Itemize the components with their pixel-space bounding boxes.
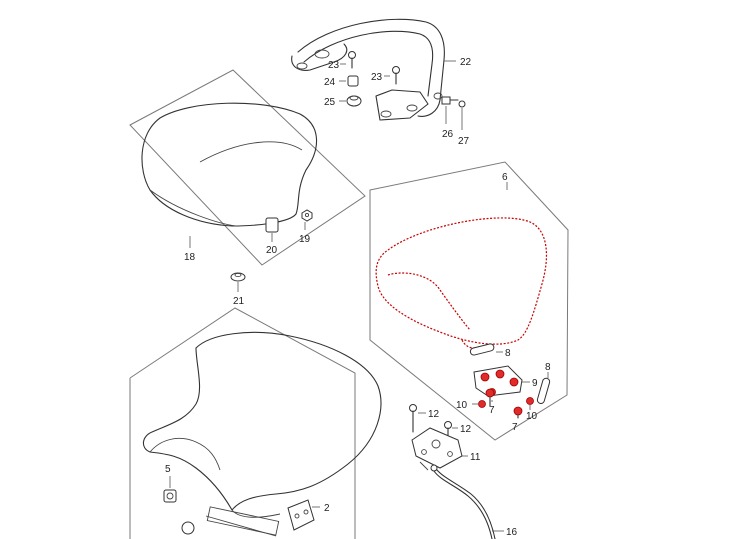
bolt-26 <box>441 96 459 105</box>
clip-20 <box>265 217 279 233</box>
label-25: 25 <box>324 97 336 108</box>
cushion-8-right <box>536 377 551 404</box>
label-18: 18 <box>184 252 196 263</box>
label-19: 19 <box>299 234 311 245</box>
label-11: 11 <box>470 452 481 463</box>
grommet-21 <box>230 272 246 282</box>
label-26: 26 <box>442 129 454 140</box>
label-22: 22 <box>460 57 472 68</box>
nut-10-left <box>478 400 486 408</box>
label-7-right: 7 <box>512 422 518 433</box>
label-24: 24 <box>324 77 336 88</box>
label-12-right: 12 <box>460 424 472 435</box>
frame-18 <box>129 69 366 266</box>
label-8-left: 8 <box>505 348 511 359</box>
label-6: 6 <box>502 172 508 183</box>
label-7-left: 7 <box>489 405 495 416</box>
label-10-left: 10 <box>456 400 468 411</box>
label-27: 27 <box>458 136 470 147</box>
bolt-7-left <box>485 388 495 407</box>
front-seat <box>142 331 382 537</box>
label-5: 5 <box>165 464 171 475</box>
rear-seat-6-highlighted <box>375 217 548 349</box>
label-21: 21 <box>233 296 245 307</box>
label-2: 2 <box>324 503 330 514</box>
label-8-right: 8 <box>545 362 551 373</box>
seat-cover-18 <box>141 102 318 227</box>
nut-10-right <box>526 397 534 405</box>
label-16: 16 <box>506 527 518 538</box>
grab-rail <box>291 18 445 121</box>
part-5 <box>163 489 177 503</box>
bolt-7-right <box>513 406 523 419</box>
label-12-left: 12 <box>428 409 440 420</box>
part-5-knob <box>181 521 195 535</box>
bracket-9 <box>473 365 523 397</box>
collar-24 <box>347 75 359 87</box>
seat-lock-11 <box>411 427 463 471</box>
cable-16 <box>430 464 496 539</box>
cushion-8-left <box>469 343 495 356</box>
frame-6 <box>369 161 569 441</box>
washer-27 <box>458 100 466 108</box>
label-9: 9 <box>532 378 538 389</box>
nut-19 <box>301 209 313 222</box>
label-10-right: 10 <box>526 411 538 422</box>
bolt-12-left <box>409 404 417 433</box>
bolt-23-right <box>392 66 400 85</box>
frame-front-seat <box>129 307 356 539</box>
cushion-25 <box>346 95 362 107</box>
bracket-2 <box>287 499 315 531</box>
bolt-23-left <box>348 51 356 69</box>
label-23-left: 23 <box>328 60 340 71</box>
label-20: 20 <box>266 245 278 256</box>
label-23-right: 23 <box>371 72 383 83</box>
